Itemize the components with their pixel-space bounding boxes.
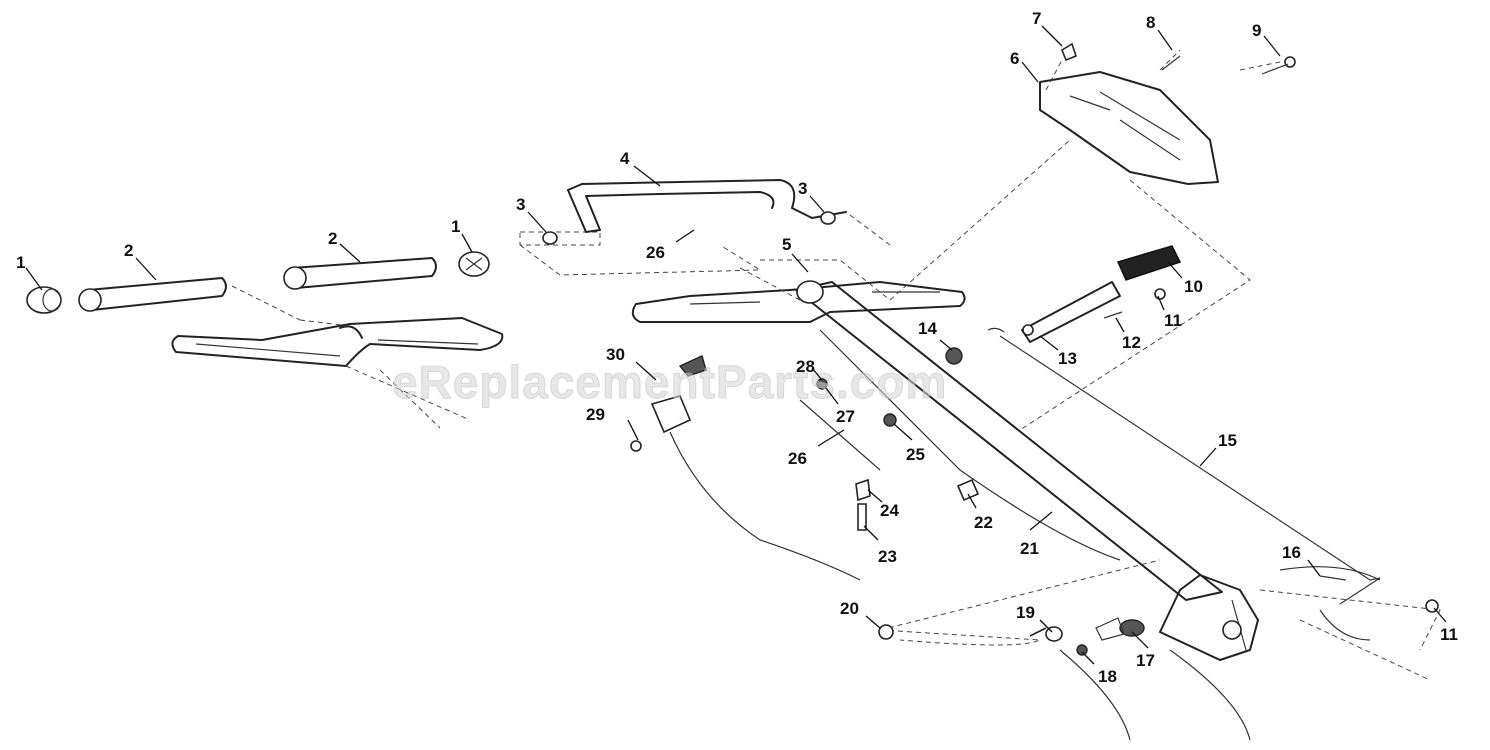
leader-lines (25, 25, 1447, 665)
callout-22: 22 (974, 513, 993, 532)
callout-7: 7 (1032, 9, 1041, 28)
main-handle-tube (795, 280, 1259, 661)
nut-3a (542, 231, 558, 245)
callout-3: 3 (798, 179, 807, 198)
lever-grip-10 (1116, 245, 1182, 281)
callout-20: 20 (840, 599, 859, 618)
nut-18 (1076, 644, 1088, 656)
clip-24 (855, 478, 871, 502)
callout-6: 6 (1010, 49, 1019, 68)
callout-8: 8 (1146, 13, 1155, 32)
lower-handle-frame (171, 317, 504, 367)
handle-tube-right (291, 257, 437, 289)
callout-29: 29 (586, 405, 605, 424)
callout-21: 21 (1020, 539, 1039, 558)
control-lever-assembly (1021, 245, 1182, 343)
callout-3: 3 (516, 195, 525, 214)
grip-cap-left (26, 286, 62, 314)
control-lever (1021, 281, 1121, 343)
callout-2: 2 (328, 229, 337, 248)
callout-26: 26 (646, 243, 665, 262)
nut-3b (820, 211, 836, 225)
callout-13: 13 (1058, 349, 1077, 368)
callout-5: 5 (782, 235, 791, 254)
callout-9: 9 (1252, 21, 1261, 40)
callout-12: 12 (1122, 333, 1141, 352)
tube-base-bracket (1159, 574, 1259, 661)
callout-30: 30 (606, 345, 625, 364)
callout-11: 11 (1164, 311, 1182, 330)
nut-25 (883, 413, 897, 427)
callout-19: 19 (1016, 603, 1035, 622)
callout-4: 4 (620, 149, 630, 168)
callout-26: 26 (788, 449, 807, 468)
callout-11: 11 (1440, 625, 1458, 644)
cables (669, 327, 1381, 605)
console-cover (1039, 49, 1291, 185)
throttle-control (650, 395, 692, 434)
callout-10: 10 (1184, 277, 1203, 296)
bolt-23 (857, 503, 867, 531)
upper-handle-assembly (519, 179, 966, 323)
callout-labels: 1 2 2 1 3 4 26 3 5 6 7 8 9 10 11 12 13 1… (16, 9, 1458, 686)
callout-18: 18 (1098, 667, 1117, 686)
throttle-cable (669, 431, 861, 581)
callout-14: 14 (918, 319, 937, 338)
bolt-9 (1284, 56, 1296, 68)
callout-17: 17 (1136, 651, 1155, 670)
screw-29 (630, 440, 642, 452)
callout-28: 28 (796, 357, 815, 376)
reference-lines (879, 139, 1441, 681)
callout-16: 16 (1282, 543, 1301, 562)
mower-housing-outline (1059, 566, 1381, 741)
callout-27: 27 (836, 407, 855, 426)
lever-30 (678, 355, 707, 377)
callout-25: 25 (906, 445, 925, 464)
knob-14 (945, 347, 963, 365)
screw-7 (1061, 42, 1077, 62)
upper-handle-frame (567, 179, 847, 219)
ball-20 (878, 624, 894, 640)
spring-17 (1119, 619, 1145, 637)
callout-1: 1 (451, 217, 460, 236)
callout-24: 24 (880, 501, 899, 520)
left-handle-assembly (26, 251, 504, 429)
callout-23: 23 (878, 547, 897, 566)
callout-15: 15 (1218, 431, 1237, 450)
handle-tube-left (87, 277, 227, 311)
callout-2: 2 (124, 241, 133, 260)
control-panel-bar (631, 281, 966, 323)
hardware (542, 42, 1439, 656)
callout-1: 1 (16, 253, 25, 272)
watermark: eReplacementParts.com (392, 356, 947, 408)
clip-22 (956, 478, 980, 502)
